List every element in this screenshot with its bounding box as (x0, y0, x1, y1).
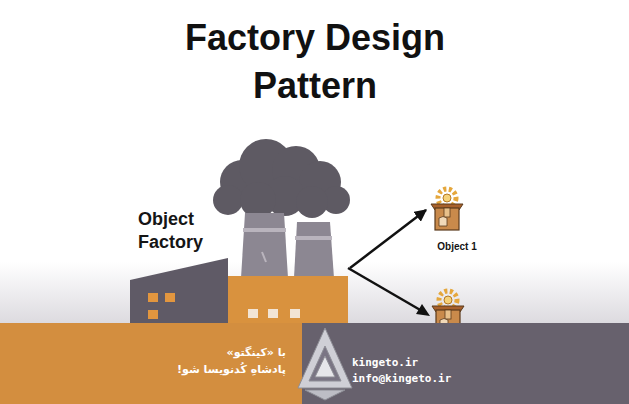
chimney (241, 213, 334, 278)
window (148, 293, 175, 319)
smoke-cloud (213, 139, 350, 218)
arrow-connector (350, 210, 426, 268)
object-label: Object 1 (424, 241, 490, 254)
window (248, 309, 300, 318)
factory-label: Object Factory (138, 208, 234, 253)
slogan-text: با «کینگتو» (227, 346, 286, 359)
arrow-line (348, 268, 422, 311)
contact-text: info@kingeto.ir (352, 372, 451, 385)
logo (298, 328, 352, 400)
slogan-text: پادشاهِ کُدنویسا شو! (177, 363, 286, 376)
factory-wing (130, 258, 228, 325)
ground-band (0, 323, 302, 404)
title: Factory Design Pattern (150, 14, 480, 110)
contact-text: kingeto.ir (352, 356, 418, 369)
arrow-head (416, 304, 430, 316)
factory-node: Object Factory (128, 206, 350, 326)
object-box-icon (431, 189, 463, 230)
object-node: Object 1 (424, 184, 490, 254)
factory-building (228, 276, 348, 325)
ground-band (302, 323, 629, 404)
